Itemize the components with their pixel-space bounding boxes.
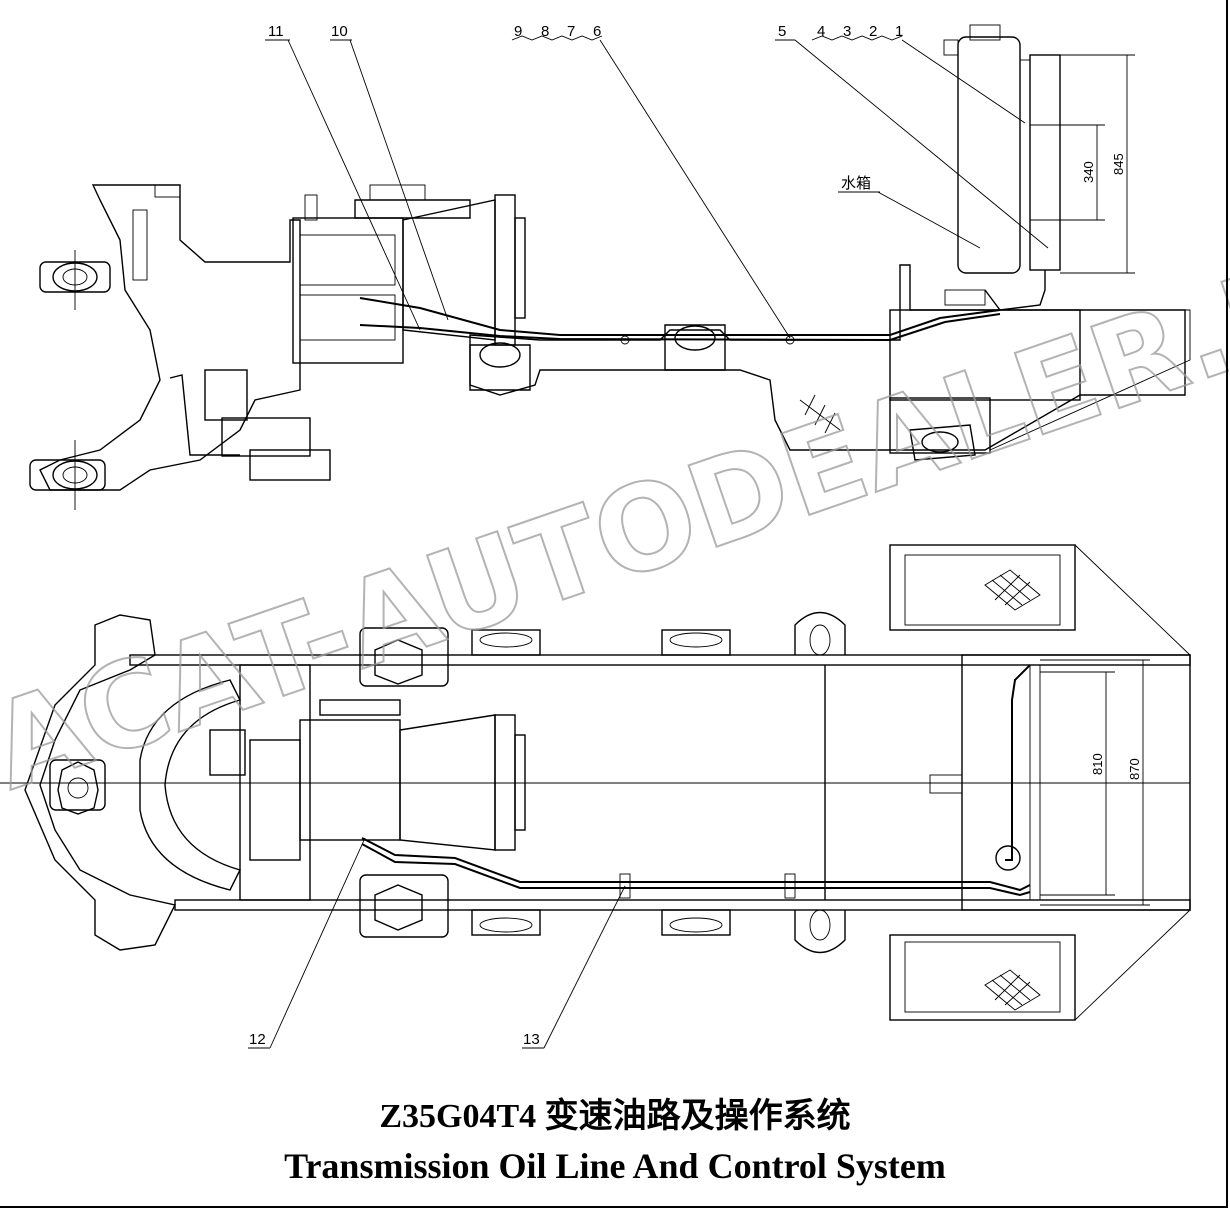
callout-4: 4	[817, 23, 825, 40]
mesh-bottom	[984, 969, 1041, 1011]
callout-6: 6	[593, 23, 601, 40]
dim-340-label: 340	[1081, 161, 1096, 183]
radiator-plan	[961, 654, 1191, 911]
dim-870-label: 870	[1127, 758, 1142, 780]
callout-3: 3	[843, 23, 851, 40]
transmission-housing	[292, 217, 404, 364]
callout-8: 8	[541, 23, 549, 40]
radiator-core	[1029, 54, 1061, 271]
radiator-pipe	[1005, 664, 1031, 861]
counterweight	[889, 309, 1081, 401]
callout-10: 10	[331, 23, 348, 40]
watermark: ACAT-AUTODEALER.RU	[0, 202, 1230, 817]
bottom-mount-block	[359, 874, 449, 938]
oil-pipe-upper	[359, 297, 1001, 336]
articulation-joint	[49, 759, 106, 811]
mesh-top	[984, 569, 1041, 611]
lower-rail	[174, 899, 1191, 911]
converter-plan	[399, 714, 496, 851]
drawing-title-english: Transmission Oil Line And Control System	[284, 1146, 946, 1186]
dimension-810: 810	[1040, 671, 1115, 896]
callout-1: 1	[895, 23, 903, 40]
plan-view: 870 810 12 13	[0, 544, 1191, 1049]
radiator-label: 水箱	[841, 175, 871, 192]
oil-pipe-plan-1	[361, 837, 1031, 892]
callout-9: 9	[514, 23, 522, 40]
radiator-tank	[957, 36, 1021, 274]
dim-810-label: 810	[1090, 753, 1105, 775]
transmission-plan	[299, 719, 401, 841]
drawing-title-chinese: Z35G04T4 变速油路及操作系统	[379, 1098, 851, 1135]
torque-converter	[402, 199, 496, 341]
counterweight-top-box	[889, 544, 1076, 631]
callout-12: 12	[249, 1031, 266, 1048]
lower-hinge	[29, 440, 106, 510]
front-frame	[39, 184, 301, 491]
frame-slot	[132, 209, 148, 281]
callout-leaders-top	[265, 35, 1049, 339]
dimension-845: 845	[1060, 54, 1135, 274]
frame-lug	[154, 184, 181, 198]
callout-5: 5	[778, 23, 786, 40]
callout-11: 11	[268, 23, 284, 40]
control-valve	[204, 369, 248, 421]
rear-frame	[469, 264, 1186, 451]
dimension-340: 340	[1030, 124, 1105, 221]
callout-13: 13	[523, 1031, 540, 1048]
oil-pipe-lower	[359, 313, 1001, 342]
front-frame-plan	[24, 614, 177, 951]
oil-pipe-plan-2	[361, 843, 1031, 897]
counterweight-bottom-box	[889, 934, 1076, 1021]
upper-hinge	[39, 250, 111, 310]
side-view: 845 340 11 10 9 8 7 6 5 4	[29, 23, 1191, 510]
callout-2: 2	[869, 23, 877, 40]
top-mount-block	[359, 627, 449, 687]
dim-845-label: 845	[1111, 153, 1126, 175]
dimension-870: 870	[1040, 659, 1150, 906]
callout-7: 7	[567, 23, 575, 40]
